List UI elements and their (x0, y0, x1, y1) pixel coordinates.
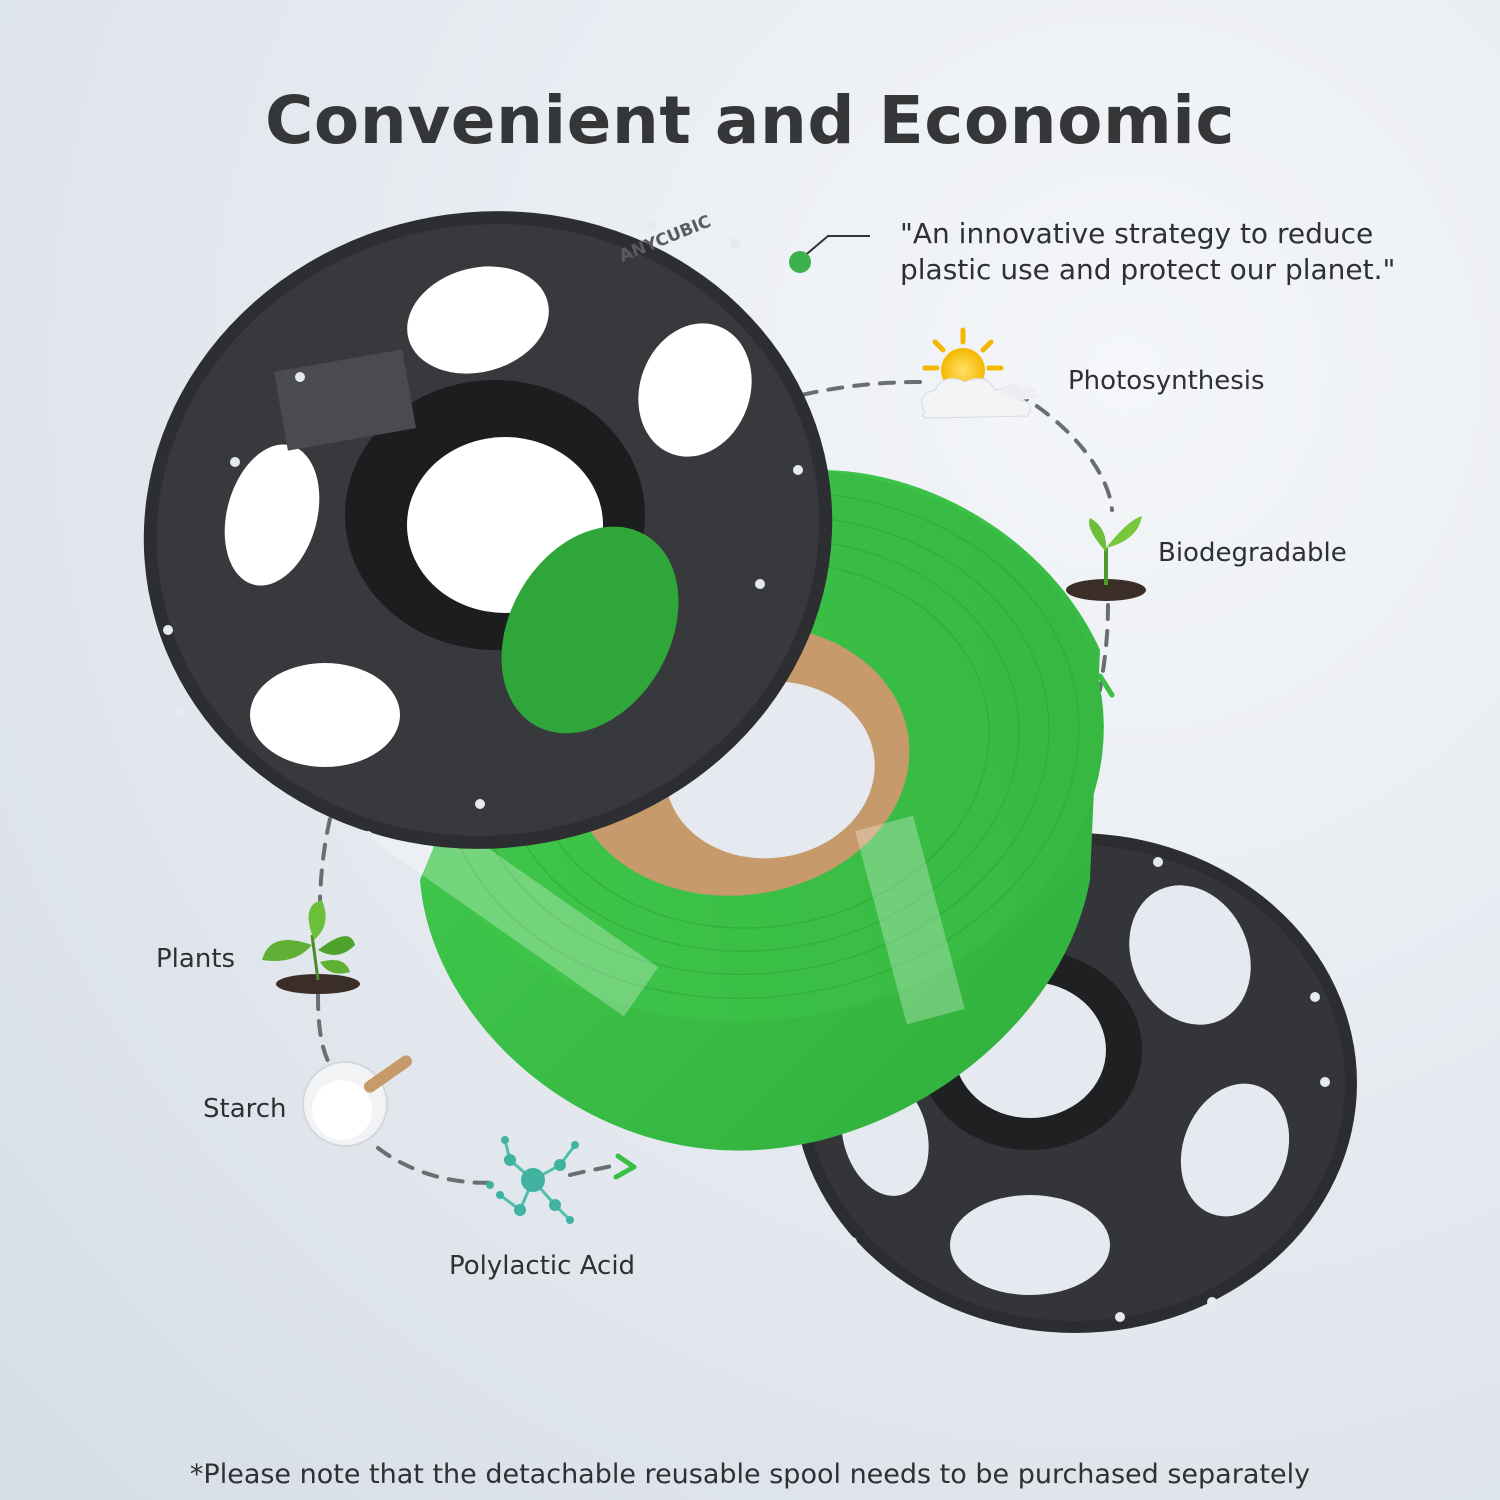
page-title: Convenient and Economic (264, 82, 1236, 159)
label-plants: Plants (156, 944, 236, 974)
quote-line-2: plastic use and protect our planet." (900, 253, 1396, 286)
quote-pointer (789, 235, 870, 273)
starch-bowl-icon (302, 1055, 413, 1147)
quote-line-1: "An innovative strategy to reduce (900, 217, 1374, 250)
label-biodegradable: Biodegradable (1158, 538, 1347, 568)
sprout-icon (1066, 516, 1146, 601)
molecule-icon (486, 1136, 579, 1224)
plant-icon (262, 900, 360, 994)
label-starch: Starch (203, 1094, 287, 1124)
label-polylactic-acid: Polylactic Acid (449, 1251, 636, 1281)
label-area (274, 349, 416, 451)
upper-spool-flange: ANYCUBIC (143, 211, 833, 849)
sun-cloud-icon (921, 327, 1038, 419)
quote: "An innovative strategy to reduce plasti… (900, 216, 1460, 288)
footnote: *Please note that the detachable reusabl… (189, 1459, 1311, 1490)
label-photosynthesis: Photosynthesis (1068, 366, 1265, 396)
